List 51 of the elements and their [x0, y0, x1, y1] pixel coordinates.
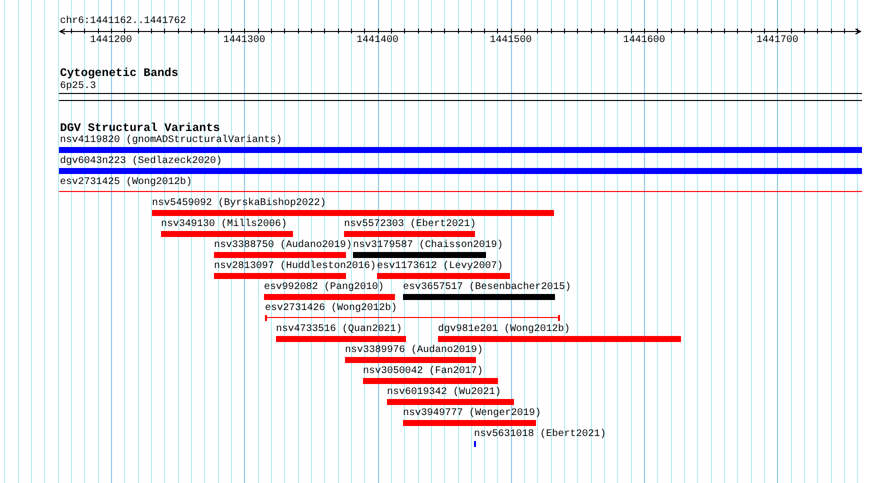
variant-label: nsv5572303 (Ebert2021): [344, 219, 476, 231]
variant-label: esv992082 (Pang2010): [264, 282, 384, 294]
variant-feature: [265, 303, 560, 321]
variant-feature: [474, 429, 606, 447]
variant-feature: [276, 324, 406, 342]
track-heading: Cytogenetic Bands: [60, 67, 178, 81]
tick-label: 1441700: [756, 35, 798, 47]
variant-feature: [363, 366, 498, 384]
band-label: 6p25.3: [60, 81, 96, 93]
coordinate-range-title: chr6:1441162..1441762: [60, 16, 186, 28]
tick-label: 1441300: [223, 35, 266, 47]
variant-label: esv3657517 (Besenbacher2015): [403, 282, 572, 294]
variant-feature: [403, 282, 572, 300]
variant-feature: [344, 219, 476, 237]
variant-feature: [59, 177, 862, 192]
variant-label: nsv3179587 (Chaisson2019): [353, 240, 504, 252]
variant-label: nsv5459092 (ByrskaBishop2022): [152, 198, 326, 210]
tick-label: 1441200: [90, 35, 132, 47]
variant-label: nsv6019342 (Wu2021): [387, 387, 502, 399]
variant-feature: [214, 261, 376, 279]
variant-feature: [59, 156, 862, 174]
variant-label: dgv981e201 (Wong2012b): [438, 324, 570, 336]
variant-label: nsv5631018 (Ebert2021): [474, 429, 606, 441]
variant-feature: [152, 198, 554, 216]
variant-label: nsv3050042 (Fan2017): [363, 366, 484, 378]
variant-label: nsv2813097 (Huddleston2016): [214, 261, 376, 273]
variant-label: esv1173612 (Levy2007): [377, 261, 504, 273]
cytoband: [59, 81, 862, 101]
variant-feature: [345, 345, 484, 363]
tick-label: 1441400: [356, 35, 399, 47]
variant-label: nsv349130 (Mills2006): [161, 219, 288, 231]
variant-label: nsv3389976 (Audano2019): [345, 345, 484, 357]
variant-label: nsv4119820 (gnomADStructuralVariants): [60, 135, 282, 147]
variant-label: nsv3949777 (Wenger2019): [403, 408, 542, 420]
tick-label: 1441500: [490, 35, 532, 47]
variant-feature: [377, 261, 510, 279]
tick-label: 1441600: [623, 35, 666, 47]
variant-feature: [438, 324, 681, 342]
variant-feature: [59, 135, 862, 153]
variant-label: nsv3388750 (Audano2019): [214, 240, 352, 252]
track-heading: DGV Structural Variants: [60, 122, 220, 134]
variant-feature: [264, 282, 395, 300]
variant-feature: [387, 387, 514, 405]
variant-label: esv2731426 (Wong2012b): [265, 303, 398, 315]
variant-label: dgv6043n223 (Sedlazeck2020): [60, 156, 222, 168]
variant-feature: [403, 408, 542, 426]
variant-feature: [214, 240, 352, 258]
variant-feature: [353, 240, 504, 258]
variant-label: nsv4733516 (Quan2021): [276, 324, 402, 336]
variant-label: esv2731425 (Wong2012b): [60, 177, 192, 189]
variant-feature: [161, 219, 293, 237]
